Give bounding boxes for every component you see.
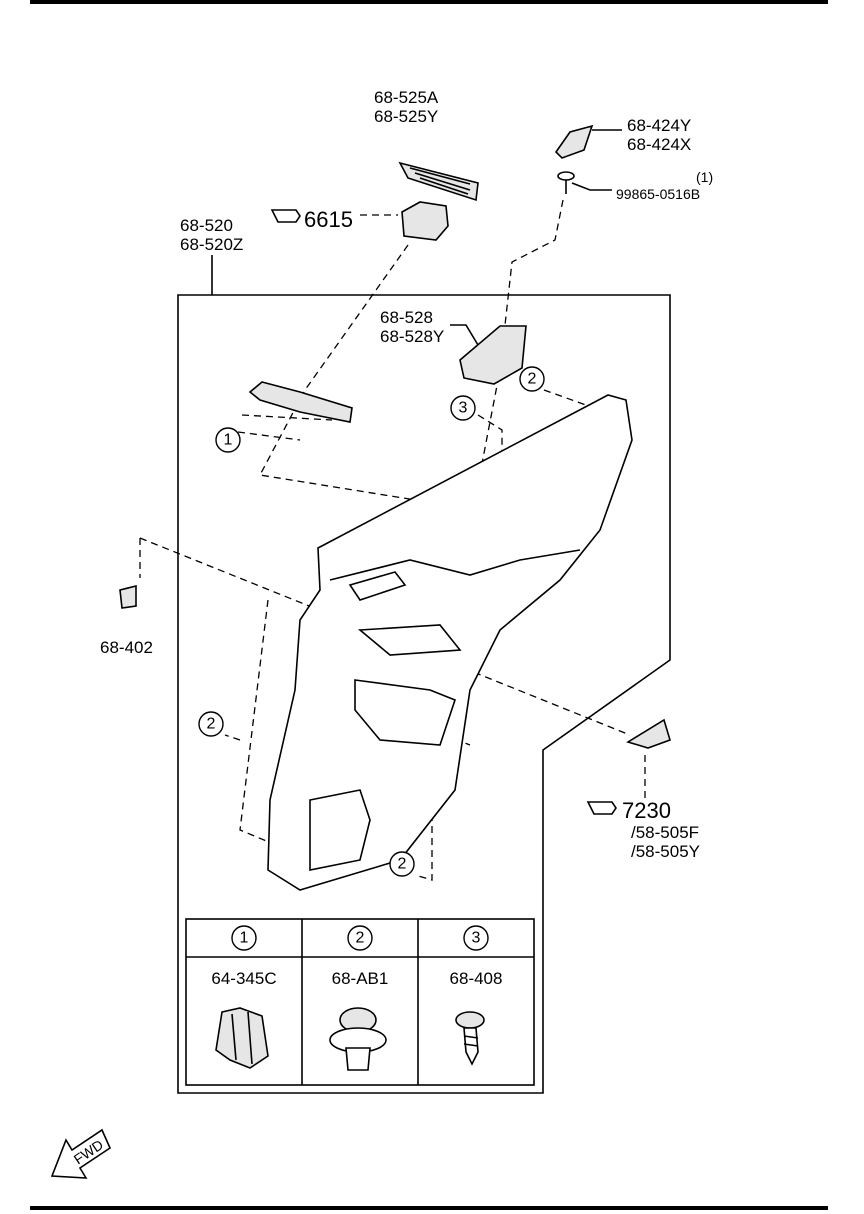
svg-text:1: 1 [224, 432, 233, 449]
assembly-frame [177, 294, 671, 1094]
switch-panel-part: 68-528 [380, 308, 433, 327]
callout-1: 1 [215, 427, 241, 453]
pull-handle-part [248, 381, 353, 423]
trim-7230-part-f: /58-505F [631, 823, 699, 842]
leader-switch-panel [450, 324, 479, 346]
trim-7230-part-y: /58-505Y [631, 842, 700, 861]
svg-text:2: 2 [398, 856, 407, 873]
callout-2-bottom: 2 [389, 851, 415, 877]
svg-text:3: 3 [472, 930, 481, 947]
bottom-border [30, 1206, 828, 1210]
grille-part-y: 68-525Y [374, 107, 438, 126]
screw-icon [557, 171, 575, 194]
callout-2-left: 2 [198, 711, 224, 737]
table-part-2: 68-AB1 [332, 969, 389, 988]
table-header-3: 3 [463, 925, 489, 951]
leader-screw [571, 182, 612, 191]
switch-panel-part [459, 325, 527, 385]
door-trim-panel [267, 394, 633, 891]
dash-callout1 [237, 414, 333, 441]
garnish-part [554, 124, 594, 159]
clip-side-part: 68-402 [100, 638, 153, 657]
top-border [30, 0, 828, 4]
callout-3: 3 [450, 395, 476, 421]
svg-text:1: 1 [240, 930, 249, 947]
clip-icon [215, 1007, 269, 1069]
ref-6615-label: 6615 [304, 207, 353, 232]
svg-text:2: 2 [528, 371, 537, 388]
switch-panel-part-y: 68-528Y [380, 327, 444, 346]
trim-7230-part [626, 718, 671, 749]
trim-panel-part: 68-520 [180, 216, 233, 235]
fwd-arrow-icon: FWD [50, 1128, 112, 1179]
table-header-1: 1 [231, 925, 257, 951]
screw-part: 99865-0516B [616, 186, 700, 202]
fastener-table: 1 2 3 64-345C 68-AB1 68-408 [185, 918, 535, 1086]
dash-callout2-left [224, 599, 301, 856]
grille-part-a: 68-525A [374, 88, 439, 107]
trim-panel-part-z: 68-520Z [180, 235, 243, 254]
dash-grille-to-panel [259, 244, 541, 521]
table-part-3: 68-408 [450, 969, 503, 988]
svg-text:3: 3 [459, 400, 468, 417]
screw-qty: (1) [696, 169, 713, 185]
svg-text:2: 2 [207, 716, 216, 733]
callout-2-top: 2 [519, 366, 545, 392]
push-clip-icon [329, 1007, 387, 1071]
ref-7230-label: 7230 [622, 798, 671, 823]
bracket-6615 [401, 201, 449, 241]
garnish-part-x: 68-424X [627, 135, 691, 154]
garnish-part-y: 68-424Y [627, 116, 691, 135]
dash-screw-down [447, 199, 564, 641]
grille-part [398, 161, 479, 202]
dash-callout3 [477, 414, 581, 546]
table-header-2: 2 [347, 925, 373, 951]
pointer-hand-icon-7230 [586, 801, 617, 815]
table-part-1: 64-345C [211, 969, 276, 988]
svg-text:2: 2 [356, 930, 365, 947]
side-clip-part [119, 584, 137, 609]
screw-fastener-icon [455, 1011, 485, 1066]
pointer-hand-icon [270, 209, 301, 223]
